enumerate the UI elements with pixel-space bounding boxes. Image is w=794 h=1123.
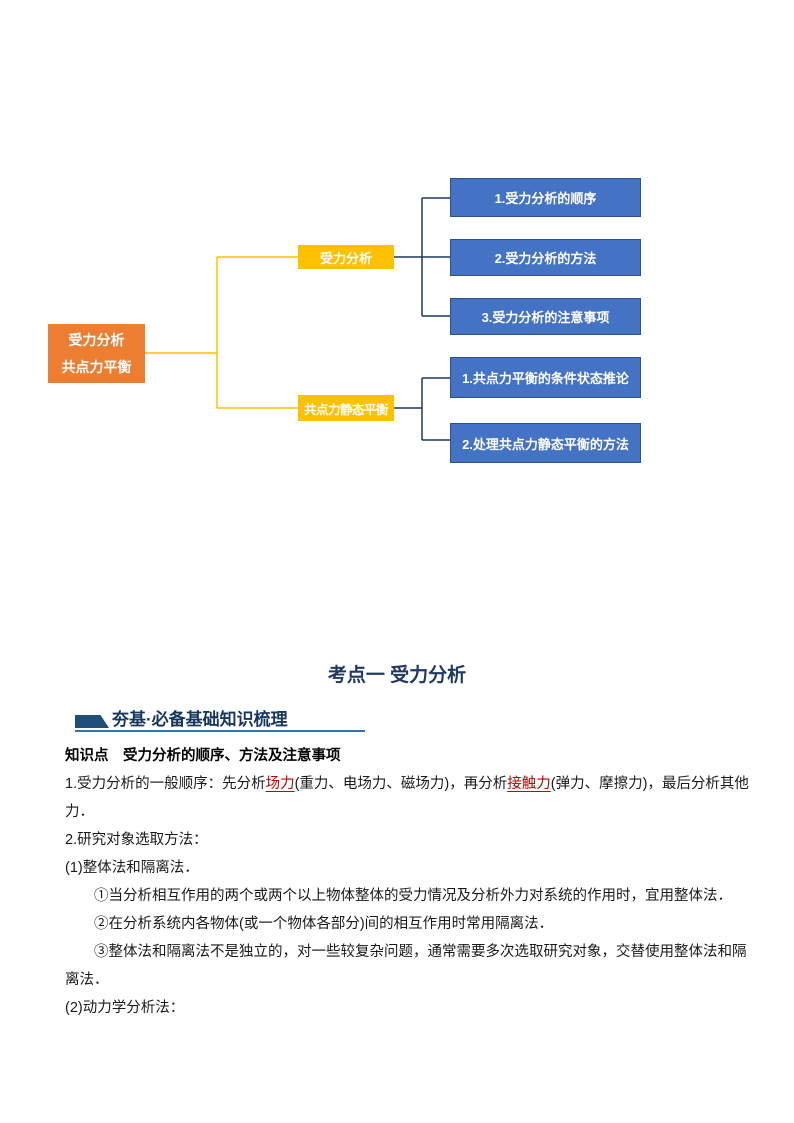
header-underline <box>75 730 365 732</box>
diagram-leaf-node: 2.受力分析的方法 <box>450 239 641 276</box>
paragraph-item-2: ②在分析系统内各物体(或一个物体各部分)间的相互作用时常用隔离法． <box>94 916 554 932</box>
leaf-label: 1.共点力平衡的条件状态推论 <box>462 371 629 386</box>
highlighted-term-contact-force: 接触力 <box>507 776 551 792</box>
diagram-leaf-node: 3.受力分析的注意事项 <box>450 298 641 335</box>
diagram-leaf-node: 2.处理共点力静态平衡的方法 <box>450 423 641 463</box>
diagram-branch-static-equilibrium: 共点力静态平衡 <box>298 395 394 421</box>
leaf-label: 1.受力分析的顺序 <box>494 191 597 206</box>
section-header-text: 夯基·必备基础知识梳理 <box>112 710 288 729</box>
knowledge-point-heading: 知识点 受力分析的顺序、方法及注意事项 <box>65 748 341 764</box>
text-segment: (弹力、摩擦力)，最后分析其他力． <box>65 776 749 820</box>
leaf-label: 2.受力分析的方法 <box>494 251 597 266</box>
root-node-label-line1: 受力分析 <box>68 332 125 348</box>
concept-map-diagram: 受力分析 共点力平衡 受力分析 共点力静态平衡 1.受力分析的顺序 2.受力分析… <box>0 0 794 500</box>
diagram-root-node: 受力分析 共点力平衡 <box>48 324 145 383</box>
leaf-label: 3.受力分析的注意事项 <box>481 310 610 325</box>
exam-point-title: 考点一 受力分析 <box>327 665 467 686</box>
section-header: 夯基·必备基础知识梳理 <box>0 703 794 735</box>
highlighted-term-field-force: 场力 <box>265 776 295 792</box>
paragraph-order-of-analysis: 1.受力分析的一般顺序：先分析场力(重力、电场力、磁场力)，再分析接触力(弹力、… <box>65 770 755 826</box>
diagram-leaf-node: 1.受力分析的顺序 <box>450 178 641 217</box>
paragraph-object-selection: 2.研究对象选取方法： <box>65 832 208 848</box>
branch-label: 受力分析 <box>319 250 372 266</box>
text-segment: (重力、电场力、磁场力)，再分析 <box>294 776 508 792</box>
text-segment: 1.受力分析的一般顺序：先分析 <box>65 776 266 792</box>
paragraph-whole-isolation-method: (1)整体法和隔离法． <box>65 860 199 876</box>
body-content: 知识点 受力分析的顺序、方法及注意事项 1.受力分析的一般顺序：先分析场力(重力… <box>65 742 755 1022</box>
paragraph-item-1: ①当分析相互作用的两个或两个以上物体整体的受力情况及分析外力对系统的作用时，宜用… <box>94 888 732 904</box>
paragraph-item-3: ③整体法和隔离法不是独立的，对一些较复杂问题，通常需要多次选取研究对象，交替使用… <box>65 944 747 988</box>
diagram-leaf-node: 1.共点力平衡的条件状态推论 <box>450 357 641 398</box>
leaf-label: 2.处理共点力静态平衡的方法 <box>462 436 629 452</box>
header-flag-icon <box>75 715 109 728</box>
paragraph-dynamics-method: (2)动力学分析法： <box>65 1000 185 1016</box>
root-node-label-line2: 共点力平衡 <box>61 359 132 375</box>
branch-label: 共点力静态平衡 <box>303 402 389 417</box>
diagram-branch-force-analysis: 受力分析 <box>298 245 394 269</box>
connector-lines <box>145 197 450 441</box>
